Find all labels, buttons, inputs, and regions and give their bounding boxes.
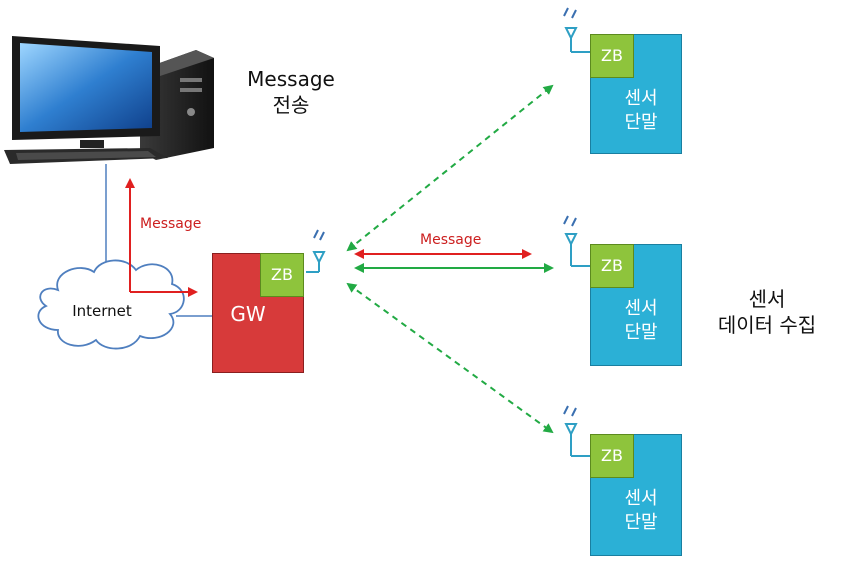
- wireless-link-sensor-1: [346, 84, 554, 252]
- sensor-node-3-zb-module: ZB: [590, 434, 634, 478]
- sensor-data-collect-label: 센서 데이터 수집: [700, 286, 834, 338]
- sensor-2-antenna-icon: [563, 215, 590, 267]
- desktop-computer-icon: [4, 36, 214, 164]
- sensor-node-3-label: 센서 단말: [611, 487, 671, 535]
- message-link-label: Message: [420, 232, 482, 248]
- message-send-line-2: 전송: [272, 93, 310, 117]
- sensor-3-antenna-icon: [563, 405, 590, 457]
- sensor-node-2-line-2: 단말: [624, 322, 658, 343]
- gateway-zb-module: ZB: [260, 253, 304, 297]
- gateway-antenna-icon: [306, 229, 326, 273]
- internet-cloud-icon: [37, 259, 185, 350]
- sensor-node-3-line-2: 단말: [624, 512, 658, 533]
- sensor-node-2-label: 센서 단말: [611, 297, 671, 345]
- sensor-node-2: 센서 단말: [590, 244, 682, 366]
- sensor-data-line-2: 데이터 수집: [717, 313, 817, 337]
- sensor-node-2-zb-module: ZB: [590, 244, 634, 288]
- sensor-node-3-line-1: 센서: [624, 488, 658, 509]
- message-send-label: Message 전송: [236, 66, 346, 118]
- internet-label: Internet: [72, 302, 132, 320]
- wireless-link-sensor-3: [346, 282, 554, 434]
- sensor-node-1-zb-module: ZB: [590, 34, 634, 78]
- gateway-name: GW: [230, 302, 266, 326]
- sensor-node-1-line-2: 단말: [624, 112, 658, 133]
- sensor-1-antenna-icon: [563, 7, 590, 53]
- sensor-node-2-line-1: 센서: [624, 298, 658, 319]
- sensor-node-1-label: 센서 단말: [611, 87, 671, 135]
- sensor-data-line-1: 센서: [748, 287, 786, 311]
- message-send-line-1: Message: [247, 67, 335, 91]
- message-up-label: Message: [140, 216, 202, 232]
- sensor-node-1-line-1: 센서: [624, 88, 658, 109]
